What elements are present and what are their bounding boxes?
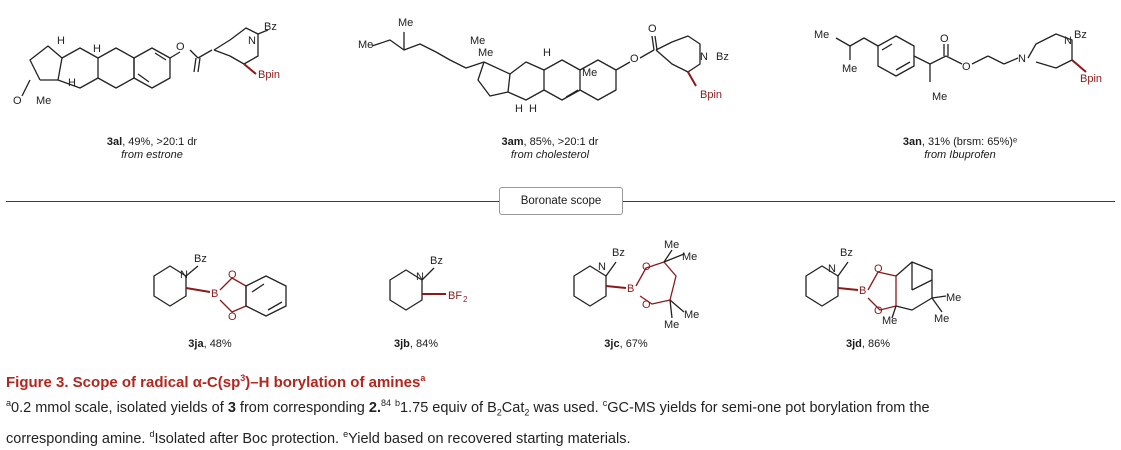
compound-label-3am: 3am, 85%, >20:1 dr from cholesterol (501, 136, 599, 161)
compound-label-3ja: 3ja, 48% (188, 338, 232, 350)
label-o2-3an: O (962, 61, 971, 73)
reaction-scheme: Bz N Bpin O O Me H H H Me Me Me Me Me H … (13, 17, 1102, 331)
label-o-3al: O (176, 41, 185, 53)
label-h2-3al: H (93, 43, 101, 55)
label-o2-3am: O (648, 23, 657, 35)
compound-label-3jc: 3jc, 67% (604, 338, 648, 350)
label-me3-3jd: Me (882, 315, 897, 327)
label-me1-3jc: Me (664, 239, 679, 251)
structure-3am (371, 32, 701, 101)
label-o2-3jc: O (642, 299, 651, 311)
label-b-3jd: B (859, 285, 866, 297)
structure-3jc (573, 249, 685, 319)
label-n-3jb: N (416, 271, 424, 283)
label-o1-3jc: O (642, 261, 651, 273)
label-h3-3al: H (68, 77, 76, 89)
boronate-scope-label: Boronate scope (499, 187, 623, 215)
label-h1-3al: H (57, 35, 65, 47)
label-me1-3jd: Me (946, 292, 961, 304)
label-me2-3an: Me (842, 63, 857, 75)
label-b-3ja: B (211, 288, 218, 300)
figure-notes: a0.2 mmol scale, isolated yields of 3 fr… (6, 398, 930, 447)
label-bpin-3al: Bpin (258, 69, 280, 81)
label-bpin-3an: Bpin (1080, 73, 1102, 85)
label-o1-3jd: O (874, 263, 883, 275)
label-h1-3am: H (543, 47, 551, 59)
compound-label-3al: 3al, 49%, >20:1 dr from estrone (106, 136, 198, 161)
structure-3al (21, 27, 269, 97)
label-bpin-3am: Bpin (700, 89, 722, 101)
label-n-3am: N (700, 51, 708, 63)
label-bz-3jc: Bz (612, 247, 625, 259)
label-me-3al: Me (36, 95, 51, 107)
label-me4-3am: Me (478, 47, 493, 59)
label-n-3al: N (248, 35, 256, 47)
label-bz-3ja: Bz (194, 253, 207, 265)
compound-label-3jd: 3jd, 86% (845, 338, 891, 350)
label-bf2-3jb: BF (448, 290, 462, 302)
label-n-3jc: N (598, 261, 606, 273)
label-n-3jd: N (828, 263, 836, 275)
compound-label-3an: 3an, 31% (brsm: 65%)ᵉ from Ibuprofen (902, 136, 1018, 161)
label-me2-3am: Me (358, 39, 373, 51)
label-bz-3al: Bz (264, 21, 277, 33)
label-me1-3an: Me (814, 29, 829, 41)
label-o2-3ja: O (228, 311, 237, 323)
label-o2-3al: O (13, 95, 22, 107)
label-n1-3an: N (1018, 53, 1026, 65)
label-bz-3an: Bz (1074, 29, 1087, 41)
label-bz-3jd: Bz (840, 247, 853, 259)
label-n-3ja: N (180, 269, 188, 281)
label-me4-3jc: Me (664, 319, 679, 331)
label-bz-3jb: Bz (430, 255, 443, 267)
structure-3jd (805, 261, 947, 319)
compound-label-3jb: 3jb, 84% (393, 338, 439, 350)
label-b-3jc: B (627, 283, 634, 295)
label-me2-3jd: Me (934, 313, 949, 325)
label-me3-3am: Me (470, 35, 485, 47)
structure-3jb (389, 267, 446, 311)
label-bz-3am: Bz (716, 51, 729, 63)
label-me3-3jc: Me (684, 309, 699, 321)
label-o1-3am: O (630, 53, 639, 65)
label-o1-3ja: O (228, 269, 237, 281)
figure-title: Figure 3. Scope of radical α-C(sp3)–H bo… (6, 373, 426, 391)
label-n2-3an: N (1064, 35, 1072, 47)
label-me1-3am: Me (398, 17, 413, 29)
structure-3ja (153, 265, 287, 317)
figure-caption: Figure 3. Scope of radical α-C(sp3)–H bo… (6, 368, 1116, 450)
label-o2-3jd: O (874, 305, 883, 317)
label-me2-3jc: Me (682, 251, 697, 263)
label-bf2-sub-3jb: 2 (463, 295, 468, 304)
label-h3-3am: H (529, 103, 537, 115)
label-o1-3an: O (940, 33, 949, 45)
label-h2-3am: H (515, 103, 523, 115)
label-me3-3an: Me (932, 91, 947, 103)
structure-3an (835, 33, 1087, 82)
label-me5-3am: Me (582, 67, 597, 79)
